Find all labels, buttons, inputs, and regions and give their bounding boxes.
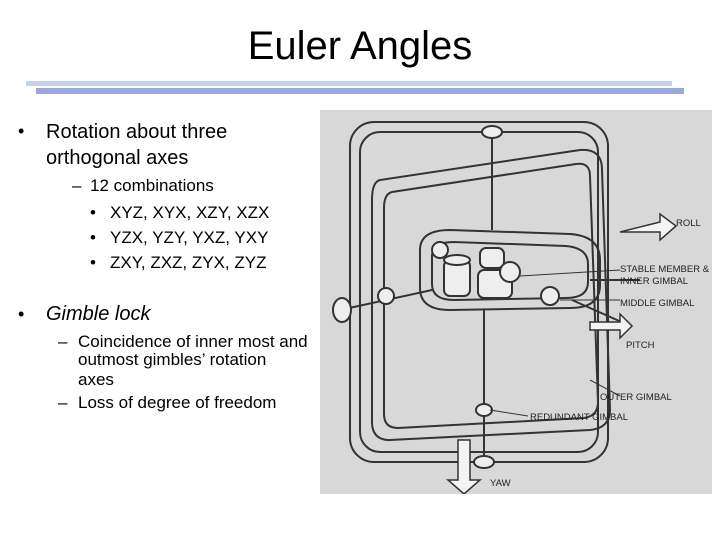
title-rule-dark xyxy=(36,88,684,94)
slide-title: Euler Angles xyxy=(247,24,473,68)
label-stable-member-1: STABLE MEMBER & xyxy=(620,264,710,275)
gimble-sub-1-line-3: axes xyxy=(78,370,114,389)
gimble-sub-1-line-1: Coincidence of inner most and xyxy=(78,332,308,351)
sub-dash-2: – xyxy=(58,332,68,351)
label-pitch: PITCH xyxy=(626,340,655,351)
label-middle-gimbal: MIDDLE GIMBAL xyxy=(620,298,694,309)
bullet-2-gimble-lock: Gimble lock xyxy=(46,303,151,325)
label-roll: ROLL xyxy=(676,218,701,229)
sub-dash-3: – xyxy=(58,393,68,412)
label-yaw: YAW xyxy=(490,478,511,489)
bullet-dot-2: • xyxy=(18,304,25,324)
sub-bullet-combinations: 12 combinations xyxy=(90,176,214,195)
gimbal-diagram: ROLL STABLE MEMBER & INNER GIMBAL MIDDLE… xyxy=(320,110,712,494)
combo-row-3: ZXY, ZXZ, ZYX, ZYZ xyxy=(110,253,267,272)
gimble-sub-1-line-2: outmost gimbles’ rotation xyxy=(78,350,267,369)
bullet-1-line-1: Rotation about three xyxy=(46,121,228,143)
bullet-1-line-2: orthogonal axes xyxy=(46,147,189,169)
label-stable-member-2: INNER GIMBAL xyxy=(620,276,688,287)
label-redundant-gimbal: REDUNDANT GIMBAL xyxy=(530,412,628,423)
bullet-dot-1: • xyxy=(18,121,25,141)
sub-sub-dot-1: • xyxy=(90,203,96,222)
sub-sub-dot-3: • xyxy=(90,253,96,272)
combo-row-2: YZX, YZY, YXZ, YXY xyxy=(110,228,269,247)
label-outer-gimbal: OUTER GIMBAL xyxy=(600,392,672,403)
sub-sub-dot-2: • xyxy=(90,228,96,247)
sub-dash-1: – xyxy=(72,176,82,195)
title-rule-light xyxy=(26,81,672,86)
gimble-sub-2: Loss of degree of freedom xyxy=(78,393,277,412)
combo-row-1: XYZ, XYX, XZY, XZX xyxy=(110,203,270,222)
